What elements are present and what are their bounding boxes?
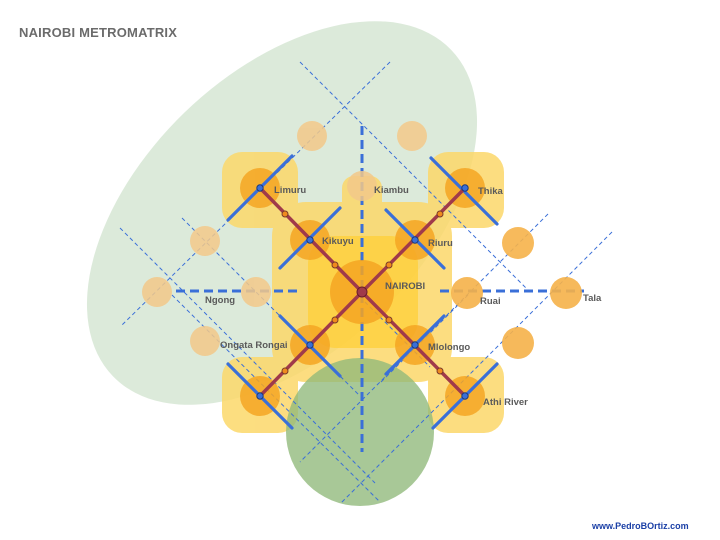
satellite-nodes-bright (451, 227, 582, 359)
label-ongata-rongai: Ongata Rongai (220, 340, 288, 351)
label-kikuyu: Kikuyu (322, 236, 354, 247)
label-ruai: Ruai (480, 296, 501, 307)
national-park-zone (286, 358, 434, 506)
label-riuru: Riuru (428, 238, 453, 249)
label-athi-river: Athi River (483, 397, 528, 408)
label-nairobi: NAIROBI (385, 281, 426, 292)
station-dots (281, 210, 444, 375)
satellite-nodes (142, 121, 427, 356)
label-mlolongo: Mlolongo (428, 342, 471, 353)
label-thika: Thika (478, 186, 503, 197)
label-limuru: Limuru (274, 185, 307, 196)
credit-link[interactable]: www.PedroBOrtiz.com (592, 521, 689, 531)
label-tala: Tala (583, 293, 602, 304)
slide-title: NAIROBI METROMATRIX (19, 25, 178, 40)
town-station-dots (256, 184, 469, 400)
label-kiambu: Kiambu (374, 185, 409, 196)
label-ngong: Ngong (205, 295, 236, 306)
